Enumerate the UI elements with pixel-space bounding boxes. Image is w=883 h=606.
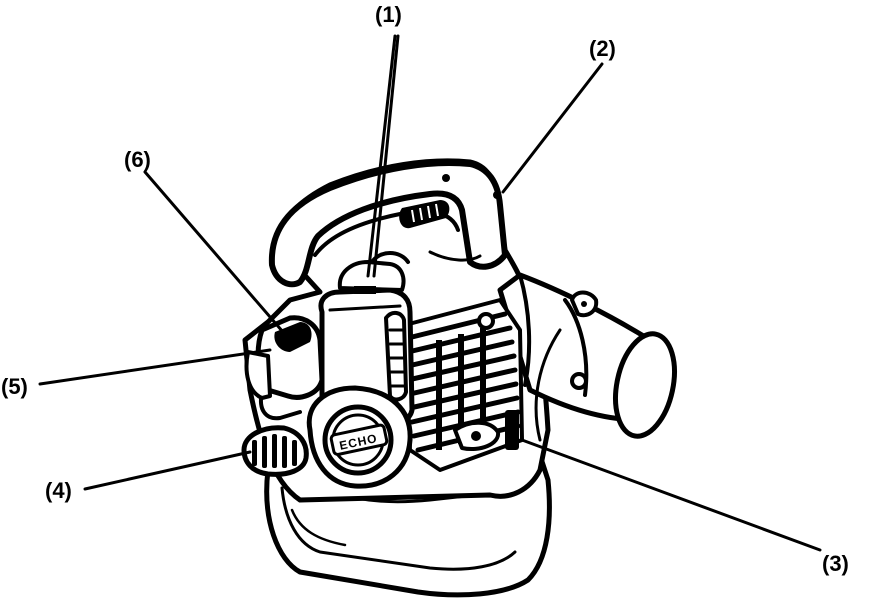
starter-cover: ECHO (306, 385, 413, 489)
carburetor-assembly (244, 315, 325, 421)
fuel-cap (241, 425, 309, 477)
leader-line-4 (83, 450, 252, 491)
cylinder (403, 298, 524, 472)
leader-line-6 (143, 170, 285, 334)
leader-line-1b (372, 34, 400, 278)
leader-line-5 (38, 348, 272, 386)
callouts: (1) (2) (3) (4) (5) (6) (1, 2, 849, 576)
callout-4: (4) (45, 478, 72, 503)
callout-5: (5) (1, 374, 28, 399)
callout-3: (3) (822, 551, 849, 576)
leader-lines (38, 34, 822, 552)
leader-line-2 (501, 62, 604, 194)
callout-1: (1) (375, 2, 402, 27)
leader-line-3 (520, 438, 822, 552)
handle (268, 160, 508, 288)
callout-6: (6) (124, 147, 151, 172)
callout-2: (2) (589, 36, 616, 61)
blower-outlet (497, 272, 677, 442)
leader-line-1 (366, 34, 397, 278)
